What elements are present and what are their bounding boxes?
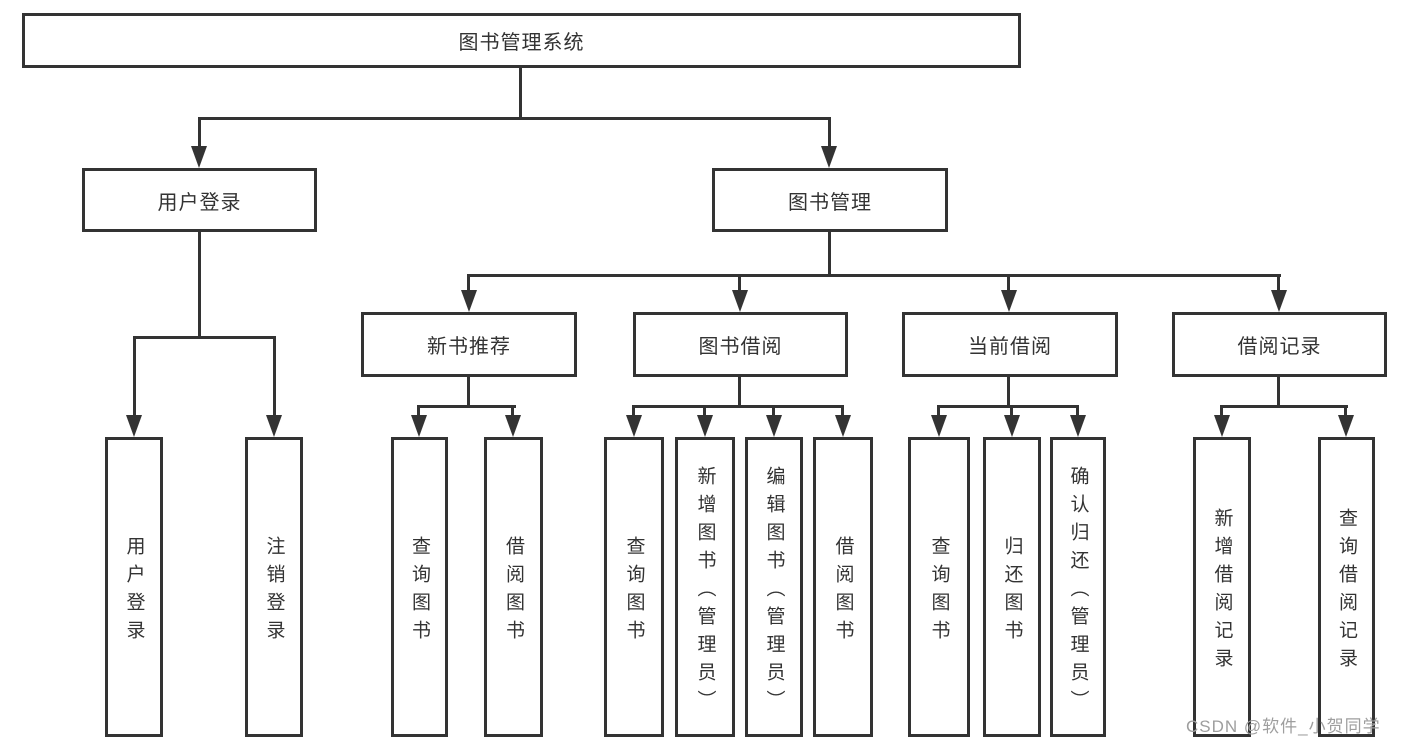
node-book-management: 图书管理 xyxy=(712,168,948,232)
leaf-return-book: 归还图书 xyxy=(983,437,1041,737)
arrow-down-icon xyxy=(835,415,851,437)
leaf-query-book-borrow: 查询图书 xyxy=(604,437,664,737)
connector-drop-leaf xyxy=(1220,405,1223,418)
connector-new-book-stem xyxy=(467,377,470,407)
node-current-borrow: 当前借阅 xyxy=(902,312,1118,377)
connector-drop-leaf xyxy=(1344,405,1347,418)
connector-borrow-record-bus xyxy=(1220,405,1348,408)
connector-drop-new-book xyxy=(467,274,470,293)
leaf-confirm-return-admin: 确认归还（管理员） xyxy=(1050,437,1106,737)
arrow-down-icon xyxy=(126,415,142,437)
connector-drop-leaf xyxy=(841,405,844,418)
connector-drop-current-borrow xyxy=(1007,274,1010,293)
connector-borrow-record-stem xyxy=(1277,377,1280,407)
arrow-down-icon xyxy=(266,415,282,437)
arrow-down-icon xyxy=(1004,415,1020,437)
node-borrow-record: 借阅记录 xyxy=(1172,312,1387,377)
connector-book-borrow-stem xyxy=(738,377,741,407)
arrow-down-icon xyxy=(1001,290,1017,312)
arrow-down-icon xyxy=(931,415,947,437)
arrow-down-icon xyxy=(191,146,207,168)
arrow-down-icon xyxy=(766,415,782,437)
connector-root-bus xyxy=(198,117,831,120)
connector-drop-leaf xyxy=(1076,405,1079,418)
connector-drop-leaf xyxy=(417,405,420,418)
node-root: 图书管理系统 xyxy=(22,13,1021,68)
connector-drop-leaf xyxy=(273,336,276,418)
leaf-borrow-book-recommend: 借阅图书 xyxy=(484,437,543,737)
connector-drop-user-login xyxy=(198,117,201,150)
connector-drop-leaf xyxy=(703,405,706,418)
leaf-user-login: 用户登录 xyxy=(105,437,163,737)
connector-current-borrow-stem xyxy=(1007,377,1010,407)
arrow-down-icon xyxy=(732,290,748,312)
connector-root-stem xyxy=(519,68,522,119)
leaf-query-book-current: 查询图书 xyxy=(908,437,970,737)
leaf-query-book-recommend: 查询图书 xyxy=(391,437,448,737)
connector-new-book-bus xyxy=(418,405,516,408)
arrow-down-icon xyxy=(626,415,642,437)
connector-user-login-bus xyxy=(133,336,276,339)
connector-drop-borrow-record xyxy=(1277,274,1280,293)
connector-book-management-bus xyxy=(467,274,1281,277)
connector-drop-leaf xyxy=(632,405,635,418)
connector-drop-book-borrow xyxy=(738,274,741,293)
connector-drop-book-management xyxy=(828,117,831,150)
arrow-down-icon xyxy=(411,415,427,437)
arrow-down-icon xyxy=(1271,290,1287,312)
leaf-add-borrow-record: 新增借阅记录 xyxy=(1193,437,1251,737)
leaf-logout: 注销登录 xyxy=(245,437,303,737)
arrow-down-icon xyxy=(821,146,837,168)
connector-drop-leaf xyxy=(511,405,514,418)
node-book-borrow: 图书借阅 xyxy=(633,312,848,377)
leaf-borrow-book: 借阅图书 xyxy=(813,437,873,737)
connector-book-borrow-bus xyxy=(632,405,844,408)
connector-user-login-stem xyxy=(198,232,201,338)
connector-drop-leaf xyxy=(1010,405,1013,418)
node-user-login: 用户登录 xyxy=(82,168,317,232)
connector-book-management-stem xyxy=(828,232,831,276)
arrow-down-icon xyxy=(1214,415,1230,437)
csdn-watermark: CSDN @软件_小贺同学 xyxy=(1186,717,1381,736)
connector-drop-leaf xyxy=(772,405,775,418)
arrow-down-icon xyxy=(1070,415,1086,437)
arrow-down-icon xyxy=(461,290,477,312)
connector-drop-leaf xyxy=(937,405,940,418)
leaf-query-borrow-record: 查询借阅记录 xyxy=(1318,437,1375,737)
leaf-edit-book-admin: 编辑图书（管理员） xyxy=(745,437,803,737)
arrow-down-icon xyxy=(697,415,713,437)
leaf-add-book-admin: 新增图书（管理员） xyxy=(675,437,735,737)
arrow-down-icon xyxy=(505,415,521,437)
arrow-down-icon xyxy=(1338,415,1354,437)
connector-drop-leaf xyxy=(133,336,136,418)
node-new-book-recommend: 新书推荐 xyxy=(361,312,577,377)
connector-current-borrow-bus xyxy=(937,405,1079,408)
